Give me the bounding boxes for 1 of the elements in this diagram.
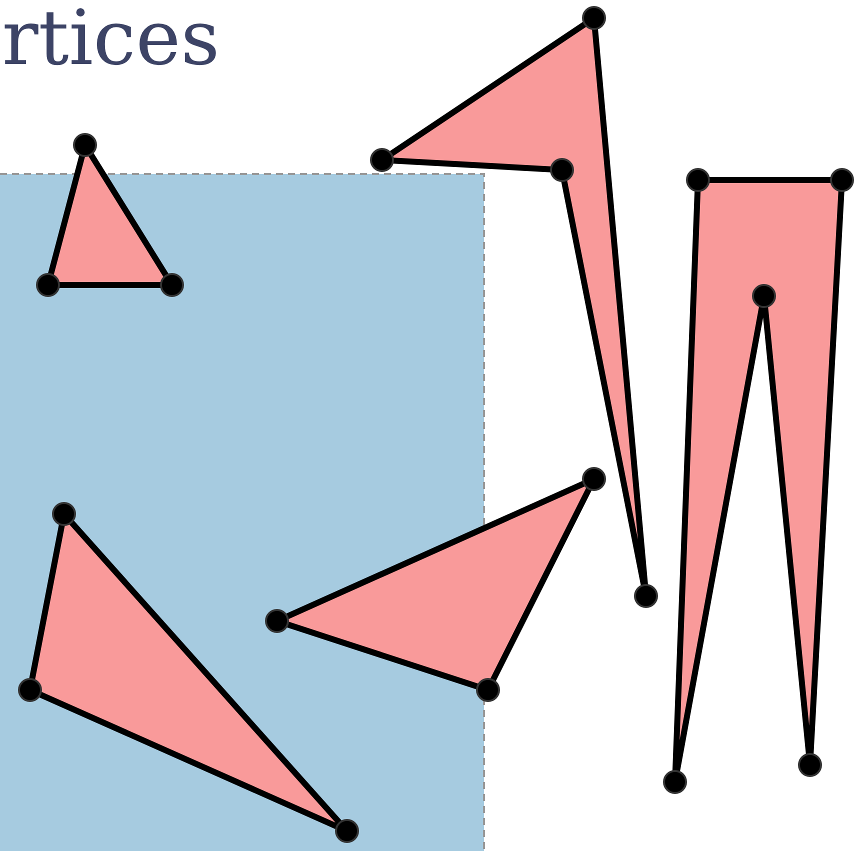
title-text: rtices bbox=[2, 0, 220, 84]
